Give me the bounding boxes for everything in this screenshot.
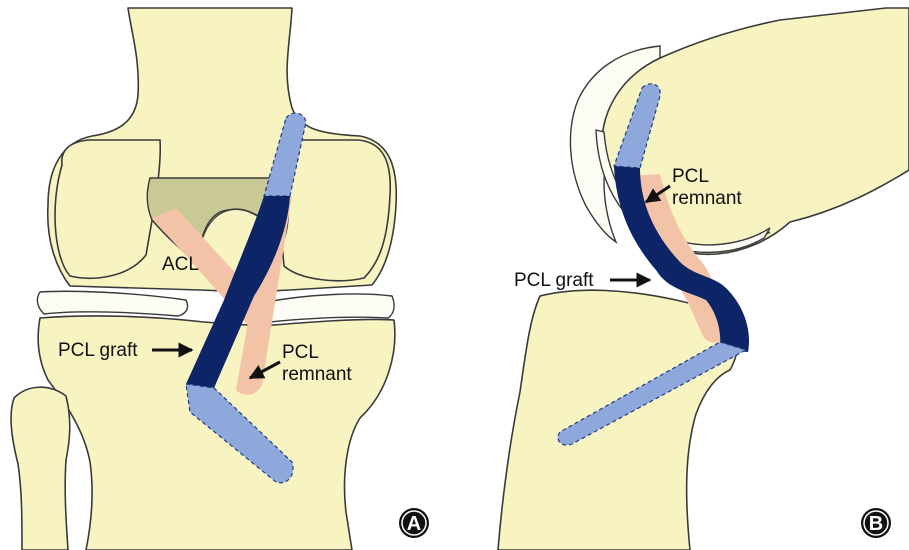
pcl-remnant-label-b-line1: PCL <box>672 166 709 187</box>
medial-condyle-a <box>55 140 160 278</box>
panel-b: PCL remnant PCL graft B <box>498 8 909 550</box>
panel-a: ACL PCL graft PCL remnant A <box>11 8 429 550</box>
panel-b-badge: B <box>861 508 891 538</box>
panel-a-badge: A <box>399 508 429 538</box>
pcl-graft-label-b: PCL graft <box>514 270 594 291</box>
pcl-remnant-label-b-line2: remnant <box>672 188 742 209</box>
acl-label-a: ACL <box>162 254 199 275</box>
meniscus-right-a <box>263 294 394 322</box>
pcl-graft-label-a: PCL graft <box>58 340 138 361</box>
fibula-bone-a <box>11 387 70 550</box>
svg-text:B: B <box>869 513 883 535</box>
svg-text:A: A <box>407 513 421 535</box>
pcl-remnant-label-a-line1: PCL <box>282 342 319 363</box>
meniscus-left-a <box>37 291 187 316</box>
pcl-remnant-label-a-line2: remnant <box>282 364 352 385</box>
